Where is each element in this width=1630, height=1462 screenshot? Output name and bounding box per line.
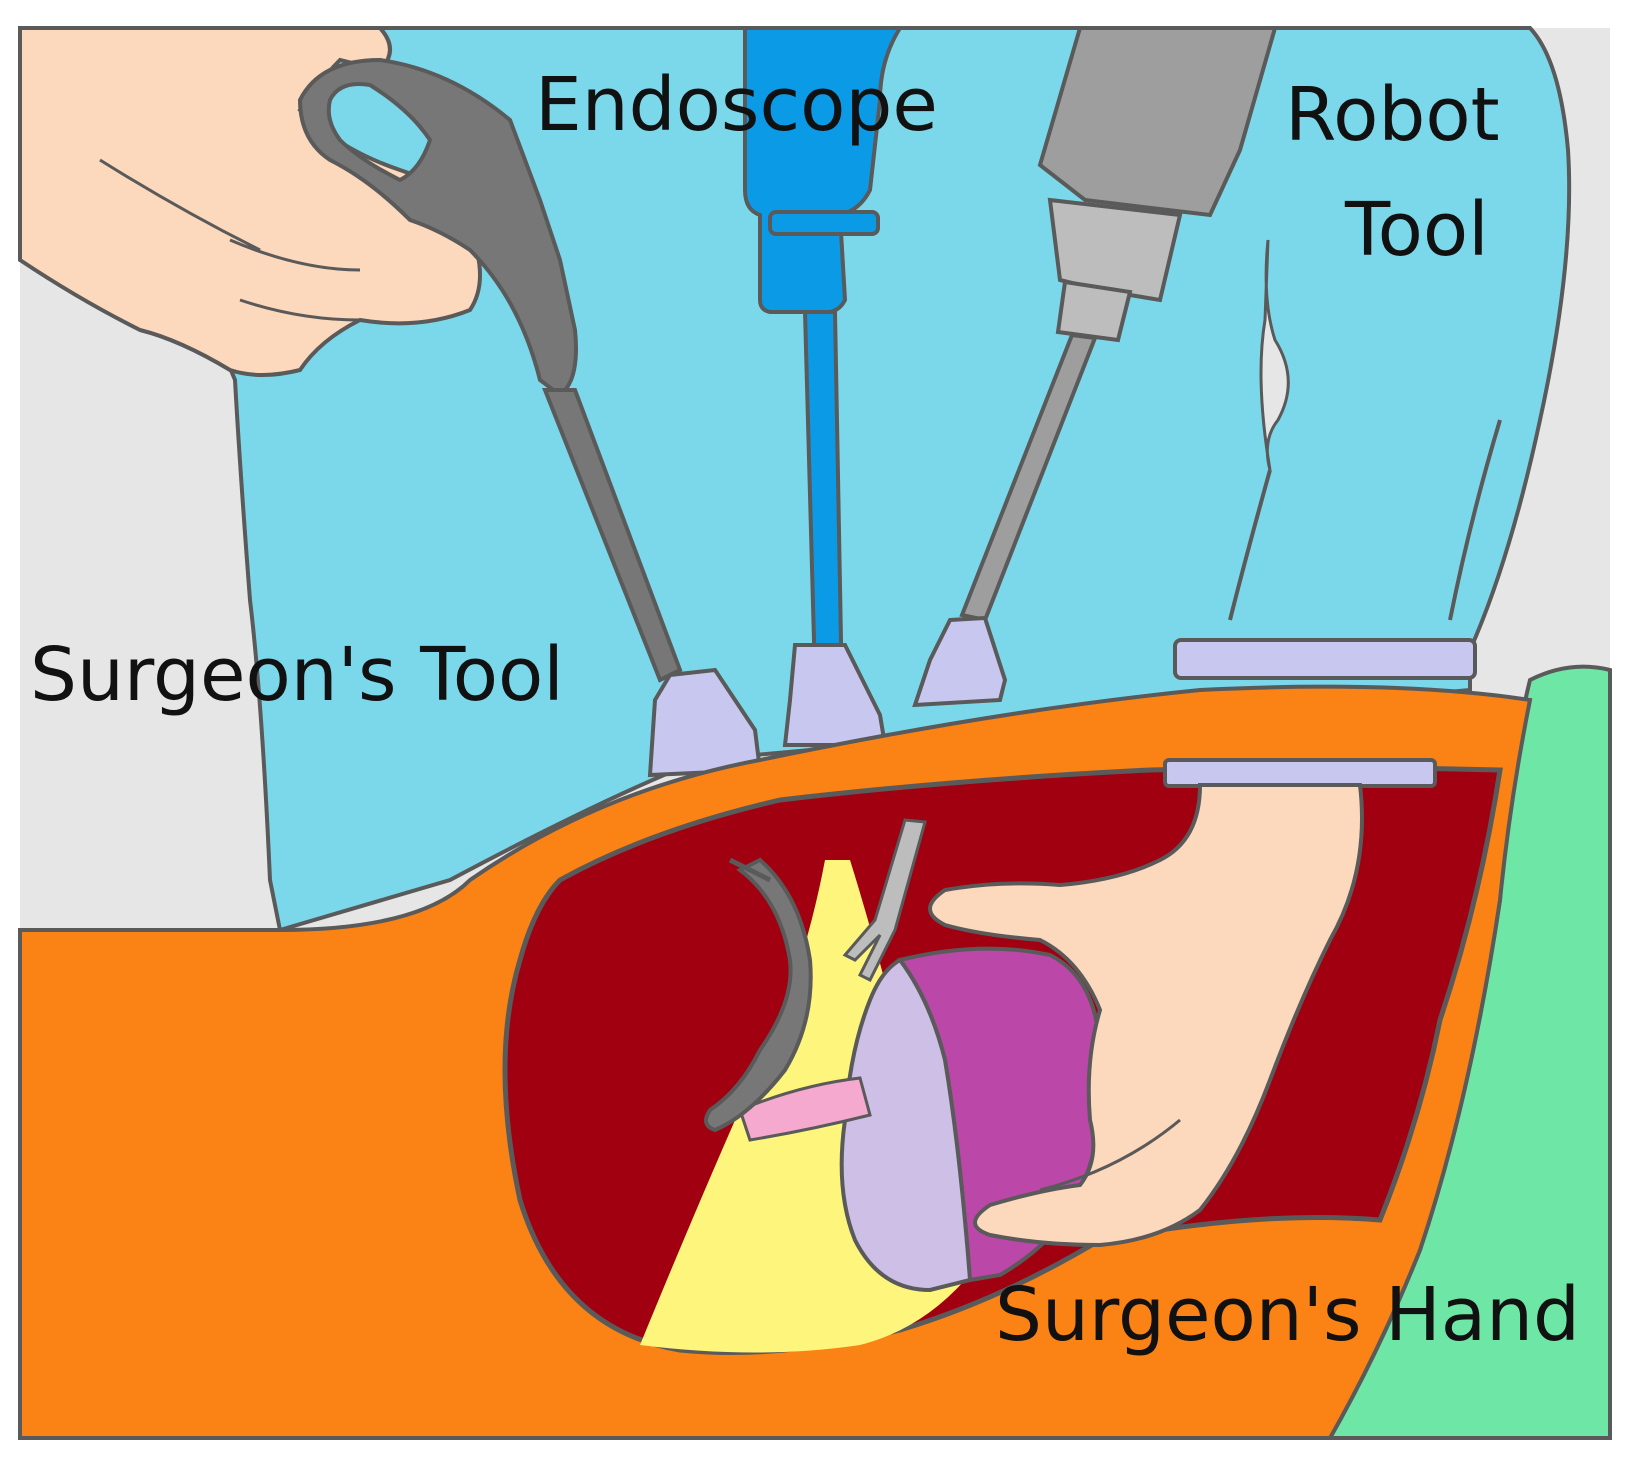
label-endoscope: Endoscope: [535, 62, 938, 148]
label-robot-tool-line1: Robot: [1285, 72, 1500, 158]
hand-port-inner: [1165, 760, 1435, 786]
endoscope-collar: [770, 212, 878, 234]
robot-tool-collar: [1058, 282, 1130, 340]
label-surgeons-hand: Surgeon's Hand: [995, 1272, 1580, 1358]
hand-port-top: [1175, 640, 1475, 678]
label-surgeons-tool: Surgeon's Tool: [30, 632, 564, 718]
label-robot-tool-line2: Tool: [1344, 187, 1489, 273]
